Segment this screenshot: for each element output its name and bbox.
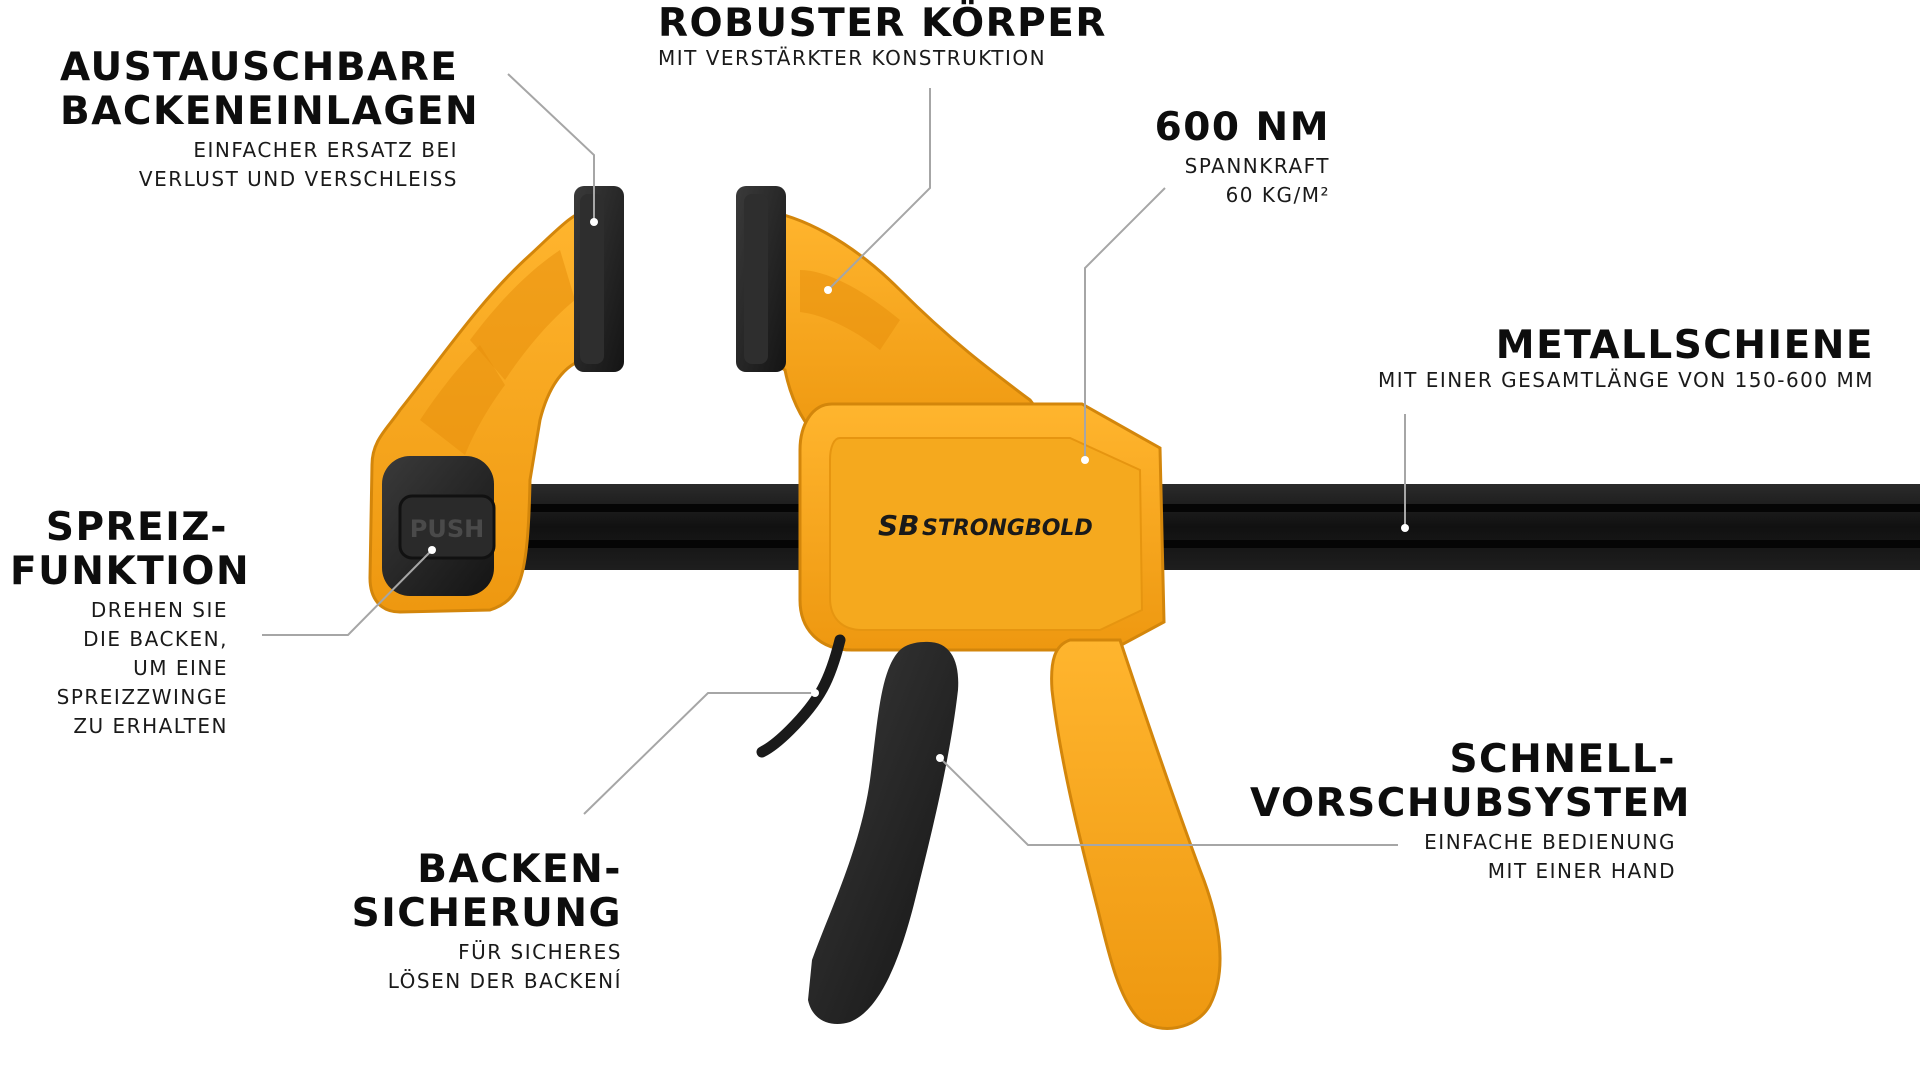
leader-spread [262, 549, 433, 636]
callout-rail: METALLSCHIENE MIT EINER GESAMTLÄNGE VON … [1360, 324, 1874, 395]
callout-body-title: ROBUSTER KÖRPER [658, 1, 1107, 46]
metal-rail [520, 484, 1920, 570]
callout-spread-desc-1: DREHEN SIE [90, 598, 228, 622]
callout-jaw-pads-desc-1: EINFACHER ERSATZ BEI [193, 138, 458, 162]
callout-quick-feed-title-2: VORSCHUBSYSTEM [1250, 781, 1691, 826]
push-button[interactable]: PUSH [382, 456, 496, 596]
quick-feed-trigger[interactable] [808, 641, 959, 1024]
handle-grip [1050, 638, 1222, 1030]
leader-body [827, 88, 931, 291]
jaw-lock-spring[interactable] [756, 634, 846, 758]
leader-jaw-lock [583, 692, 815, 815]
right-jaw-pad [736, 186, 786, 372]
callout-force-title: 600 NM [1154, 105, 1330, 150]
callout-force-desc-2: 60 KG/M² [1225, 183, 1330, 207]
callout-jaw-lock-title-2: SICHERUNG [351, 891, 622, 936]
callout-body: ROBUSTER KÖRPER MIT VERSTÄRKTER KONSTRUK… [658, 2, 1107, 73]
callout-quick-feed-desc-2: MIT EINER HAND [1487, 859, 1676, 883]
callout-rail-title: METALLSCHIENE [1495, 323, 1874, 368]
leader-force [1084, 187, 1166, 460]
callout-spread-title-2: FUNKTION [10, 549, 251, 594]
push-button-label: PUSH [410, 515, 484, 543]
callout-jaw-pads: AUSTAUSCHBARE BACKENEINLAGEN EINFACHER E… [60, 45, 480, 194]
callout-jaw-pads-title-1: AUSTAUSCHBARE [60, 45, 459, 90]
callout-jaw-lock-desc-2: LÖSEN DER BACKENÍ [387, 969, 622, 993]
callout-jaw-pads-desc-2: VERLUST UND VERSCHLEISS [138, 167, 458, 191]
leader-quick-feed [939, 757, 1398, 846]
callout-spread-desc-3: UM EINE [133, 656, 228, 680]
brand-logo: SB STRONGBOLD [878, 509, 1093, 542]
callout-quick-feed: SCHNELL- VORSCHUBSYSTEM EINFACHE BEDIENU… [1250, 737, 1691, 886]
callout-spread-desc-2: DIE BACKEN, [83, 627, 228, 651]
callout-spread: SPREIZ- FUNKTION DREHEN SIE DIE BACKEN, … [10, 505, 251, 741]
callout-force: 600 NM SPANNKRAFT 60 KG/M² [1090, 106, 1330, 210]
callout-jaw-lock: BACKEN- SICHERUNG FÜR SICHERES LÖSEN DER… [340, 848, 622, 996]
brand-name: STRONGBOLD [922, 516, 1093, 541]
leader-lines [262, 73, 1406, 846]
left-jaw-pad [574, 186, 624, 372]
clamp-body: SB STRONGBOLD [798, 402, 1166, 652]
brand-logo-mark: SB [878, 509, 920, 542]
callout-body-desc: MIT VERSTÄRKTER KONSTRUKTION [658, 46, 1047, 70]
callout-jaw-lock-desc-1: FÜR SICHERES [458, 940, 622, 964]
callout-jaw-pads-title-2: BACKENEINLAGEN [60, 89, 480, 134]
leader-jaw-pads [507, 73, 595, 222]
callout-force-desc-1: SPANNKRAFT [1184, 154, 1330, 178]
callout-quick-feed-title-1: SCHNELL- [1449, 737, 1676, 782]
callout-quick-feed-desc-1: EINFACHE BEDIENUNG [1424, 830, 1676, 854]
leader-dots [428, 218, 1409, 762]
callout-rail-desc: MIT EINER GESAMTLÄNGE VON 150-600 MM [1377, 368, 1874, 392]
callout-spread-desc-5: ZU ERHALTEN [73, 714, 228, 738]
callout-spread-title-1: SPREIZ- [45, 505, 228, 550]
callout-spread-desc-4: SPREIZZWINGE [56, 685, 228, 709]
callout-jaw-lock-title-1: BACKEN- [417, 847, 622, 892]
